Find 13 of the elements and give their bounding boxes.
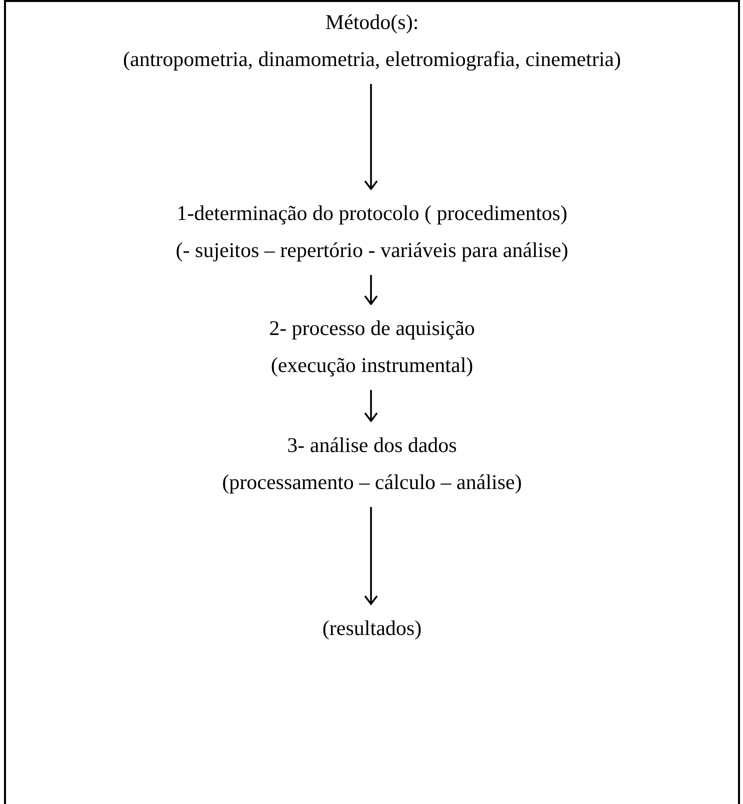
flow-step-text: (antropometria, dinamometria, eletromiografia, cinemetria) [123, 46, 621, 73]
flow-step-text: 3- análise dos dados [287, 432, 457, 459]
flow-step-text: (resultados) [322, 615, 422, 642]
flow-step-text: 1-determinação do protocolo ( procedimentos) [176, 200, 568, 227]
arrow [364, 390, 378, 422]
flow-step-text: 2- processo de aquisição [269, 315, 475, 342]
arrow [364, 275, 378, 305]
flow-step-text: (execução instrumental) [270, 352, 474, 379]
flow-step-text: (processamento – cálculo – análise) [222, 469, 522, 496]
flow-step-text: (- sujeitos – repertório - variáveis para análise) [176, 237, 568, 264]
arrow [364, 507, 378, 605]
flow-step-text: Método(s): [325, 9, 419, 36]
arrow [364, 84, 378, 190]
